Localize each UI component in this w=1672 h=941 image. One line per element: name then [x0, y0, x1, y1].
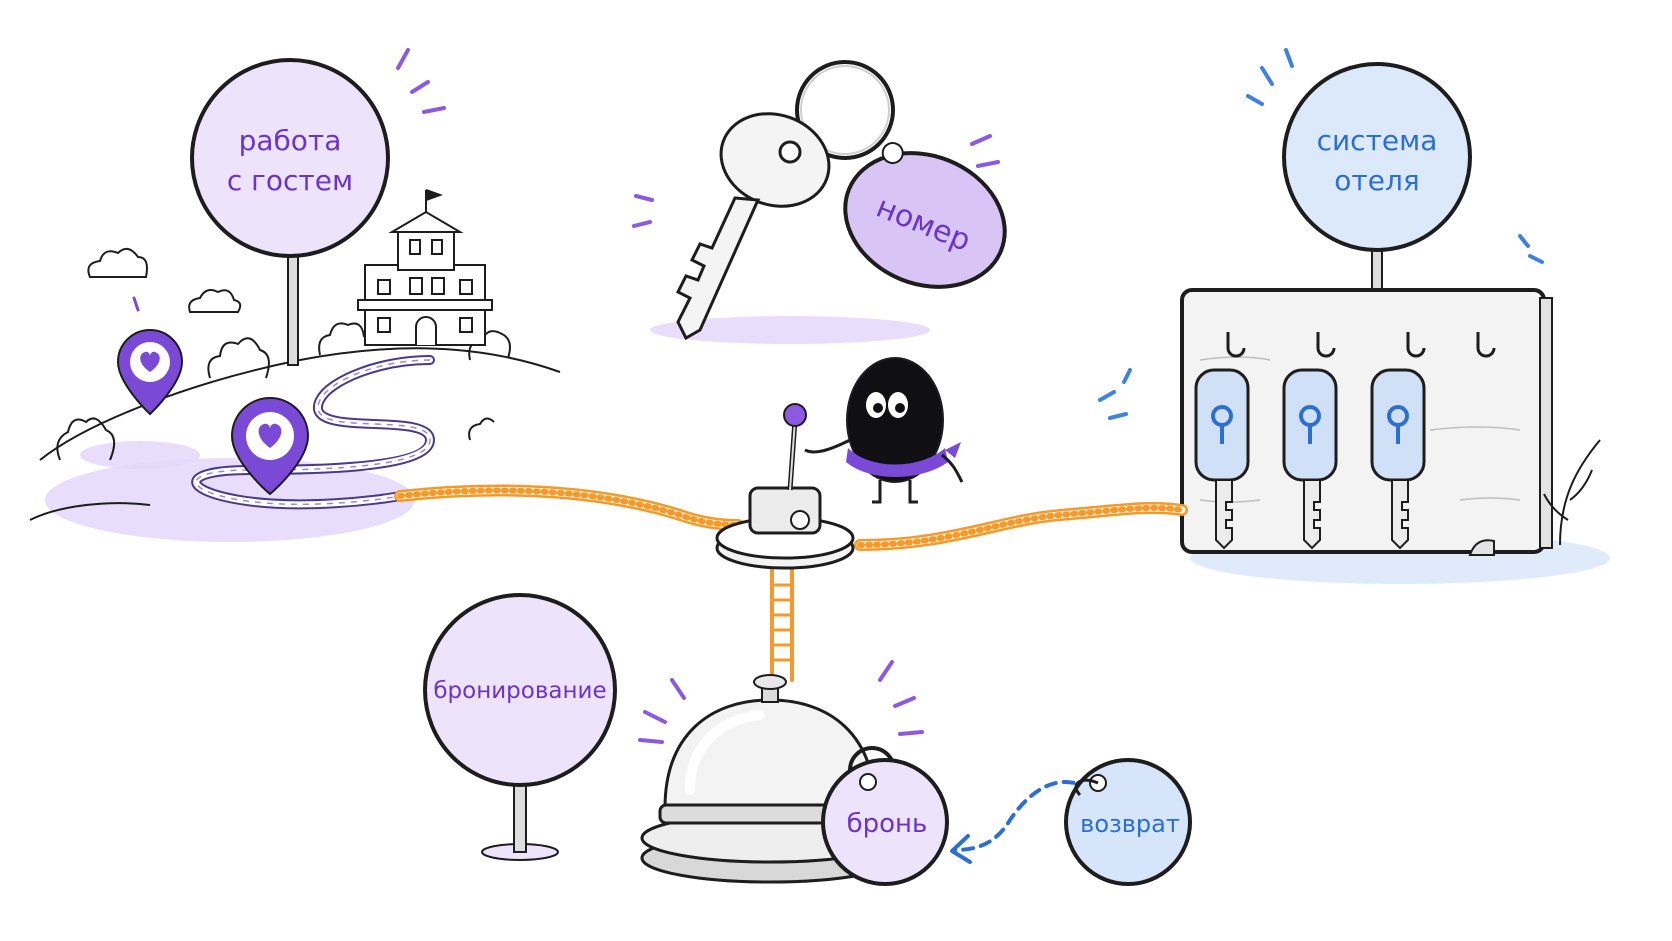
hotel-system-label-line2: отеля: [1334, 164, 1419, 197]
key-icon: [675, 112, 831, 341]
booking-label: бронирование: [433, 678, 606, 704]
mascot-character: [804, 357, 964, 504]
refund-tag: возврат: [1064, 758, 1192, 886]
orange-connection-path: [394, 484, 1188, 682]
castle-icon: [357, 189, 493, 346]
hotel-system-label-line1: система: [1317, 124, 1438, 157]
cloud-icon: [87, 247, 242, 313]
key-board-icon: [1180, 288, 1610, 584]
service-bell-icon: [638, 660, 924, 884]
refund-label: возврат: [1080, 810, 1180, 838]
hanging-key-1: [1194, 368, 1250, 550]
lever-switch: [715, 403, 855, 570]
guest-work-label-line2: с гостем: [227, 164, 353, 197]
heart-location-pin-icon: [116, 296, 184, 416]
guest-work-label-line1: работа: [239, 124, 342, 157]
refund-arrow: [950, 779, 1092, 864]
hanging-key-3: [1370, 368, 1426, 550]
room-key-group: номер: [632, 60, 1007, 344]
hanging-key-2: [1282, 368, 1338, 550]
reservation-label: бронь: [847, 809, 928, 839]
hotel-system-sign: система отеля: [1098, 48, 1544, 420]
room-tag: [843, 151, 1007, 289]
heart-location-pin-icon: [230, 396, 310, 496]
reservation-tag: бронь: [821, 746, 949, 886]
booking-sign: бронирование: [423, 593, 617, 861]
landscape-scene: [29, 189, 561, 542]
guest-work-sign: работа с гостем: [190, 48, 446, 366]
